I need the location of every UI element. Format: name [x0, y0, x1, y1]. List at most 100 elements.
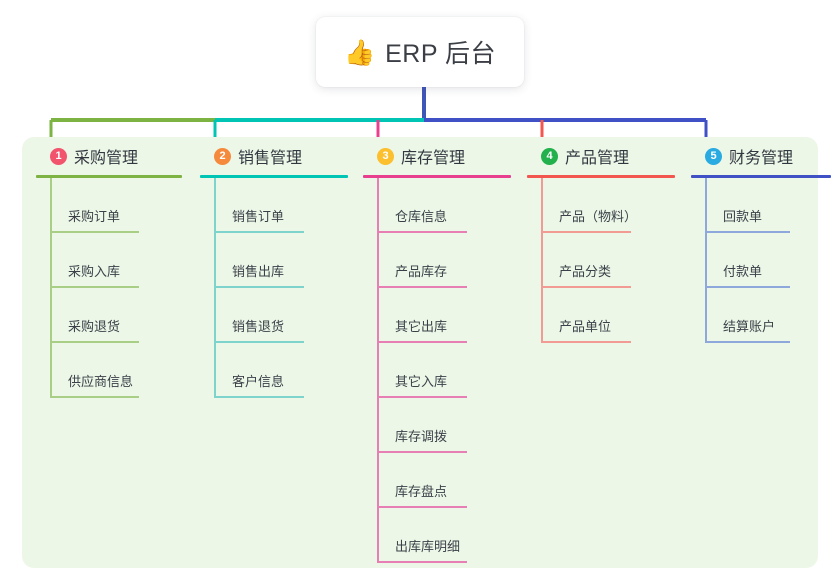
leaf-item[interactable]: 产品单位	[527, 288, 675, 343]
branch-rule-1	[36, 175, 182, 178]
leaf-label: 结算账户	[723, 319, 776, 334]
branch-column-4[interactable]: 4 产品管理产品（物料） 产品分类产品单位	[527, 143, 675, 343]
leaf-item[interactable]: 客户信息	[200, 343, 348, 398]
leaf-label: 出库库明细	[395, 539, 461, 554]
leaf-rule	[377, 341, 467, 343]
leaf-rule	[214, 341, 304, 343]
branch-badge-4: 4	[541, 147, 558, 165]
leaf-item[interactable]: 销售出库	[200, 233, 348, 288]
branch-title-1: 采购管理	[74, 150, 139, 167]
leaf-rule	[50, 341, 139, 343]
branch-leaf-list-2: 销售订单销售出库销售退货客户信息	[200, 178, 348, 398]
branch-title-3: 库存管理	[401, 150, 466, 167]
leaf-rule	[377, 396, 467, 398]
leaf-item[interactable]: 采购退货	[36, 288, 182, 343]
branch-rule-3	[363, 175, 511, 178]
thumbs-up-icon: 👍	[343, 37, 376, 67]
leaf-item[interactable]: 销售退货	[200, 288, 348, 343]
leaf-rule	[214, 396, 304, 398]
branch-leaf-list-4: 产品（物料） 产品分类产品单位	[527, 178, 675, 343]
leaf-label: 采购入库	[68, 264, 121, 279]
leaf-item[interactable]: 出库库明细	[363, 508, 511, 563]
leaf-label: 库存调拨	[395, 429, 448, 444]
branches-panel	[22, 137, 818, 568]
branch-spine-2	[214, 178, 216, 398]
leaf-rule	[705, 286, 790, 288]
leaf-label: 产品库存	[395, 264, 448, 279]
leaf-rule	[377, 561, 467, 563]
branch-column-1[interactable]: 1 采购管理采购订单采购入库采购退货供应商信息	[36, 143, 182, 398]
leaf-item[interactable]: 供应商信息	[36, 343, 182, 398]
branch-title-2: 销售管理	[238, 150, 303, 167]
branch-rule-2	[200, 175, 348, 178]
branch-header-2[interactable]: 2 销售管理	[200, 143, 348, 169]
leaf-rule	[377, 506, 467, 508]
branch-column-5[interactable]: 5 财务管理回款单付款单结算账户	[691, 143, 831, 343]
leaf-rule	[377, 451, 467, 453]
leaf-label: 付款单	[723, 264, 763, 279]
branch-badge-3: 3	[377, 147, 394, 165]
branch-title-4: 产品管理	[565, 150, 630, 167]
leaf-label: 其它入库	[395, 374, 448, 389]
branch-header-3[interactable]: 3 库存管理	[363, 143, 511, 169]
branch-spine-5	[705, 178, 707, 343]
leaf-rule	[705, 231, 790, 233]
branch-column-3[interactable]: 3 库存管理仓库信息产品库存其它出库其它入库库存调拨库存盘点出库库明细	[363, 143, 511, 563]
leaf-item[interactable]: 回款单	[691, 178, 831, 233]
leaf-item[interactable]: 库存调拨	[363, 398, 511, 453]
branch-header-5[interactable]: 5 财务管理	[691, 143, 831, 169]
leaf-rule	[705, 341, 790, 343]
branch-rule-4	[527, 175, 675, 178]
leaf-rule	[50, 286, 139, 288]
leaf-rule	[541, 231, 631, 233]
branch-title-5: 财务管理	[729, 150, 794, 167]
branch-header-1[interactable]: 1 采购管理	[36, 143, 182, 169]
branch-leaf-list-3: 仓库信息产品库存其它出库其它入库库存调拨库存盘点出库库明细	[363, 178, 511, 563]
branch-badge-1: 1	[50, 147, 67, 165]
leaf-rule	[214, 231, 304, 233]
leaf-label: 销售订单	[232, 209, 285, 224]
leaf-item[interactable]: 销售订单	[200, 178, 348, 233]
leaf-label: 其它出库	[395, 319, 448, 334]
leaf-label: 回款单	[723, 209, 763, 224]
branch-leaf-list-5: 回款单付款单结算账户	[691, 178, 831, 343]
leaf-label: 产品分类	[559, 264, 612, 279]
root-title: ERP 后台	[385, 40, 497, 68]
leaf-rule	[377, 231, 467, 233]
leaf-item[interactable]: 产品库存	[363, 233, 511, 288]
leaf-label: 采购退货	[68, 319, 121, 334]
branch-spine-3	[377, 178, 379, 563]
branch-column-2[interactable]: 2 销售管理销售订单销售出库销售退货客户信息	[200, 143, 348, 398]
branch-badge-5: 5	[705, 147, 722, 165]
leaf-label: 产品单位	[559, 319, 612, 334]
leaf-rule	[377, 286, 467, 288]
root-title-card[interactable]: 👍 ERP 后台	[316, 17, 524, 87]
branch-rule-5	[691, 175, 831, 178]
leaf-label: 客户信息	[232, 374, 285, 389]
branch-header-4[interactable]: 4 产品管理	[527, 143, 675, 169]
branch-spine-1	[50, 178, 52, 398]
leaf-label: 销售退货	[232, 319, 285, 334]
leaf-item[interactable]: 库存盘点	[363, 453, 511, 508]
leaf-item[interactable]: 仓库信息	[363, 178, 511, 233]
leaf-label: 仓库信息	[395, 209, 448, 224]
leaf-label: 采购订单	[68, 209, 121, 224]
leaf-rule	[50, 396, 139, 398]
leaf-rule	[541, 341, 631, 343]
leaf-rule	[50, 231, 139, 233]
leaf-item[interactable]: 结算账户	[691, 288, 831, 343]
branch-spine-4	[541, 178, 543, 343]
leaf-label: 销售出库	[232, 264, 285, 279]
leaf-item[interactable]: 采购订单	[36, 178, 182, 233]
leaf-item[interactable]: 产品分类	[527, 233, 675, 288]
branch-badge-2: 2	[214, 147, 231, 165]
leaf-rule	[214, 286, 304, 288]
leaf-item[interactable]: 采购入库	[36, 233, 182, 288]
leaf-label: 产品（物料）	[559, 209, 638, 224]
leaf-item[interactable]: 其它出库	[363, 288, 511, 343]
leaf-item[interactable]: 产品（物料）	[527, 178, 675, 233]
leaf-item[interactable]: 其它入库	[363, 343, 511, 398]
leaf-item[interactable]: 付款单	[691, 233, 831, 288]
leaf-label: 库存盘点	[395, 484, 448, 499]
